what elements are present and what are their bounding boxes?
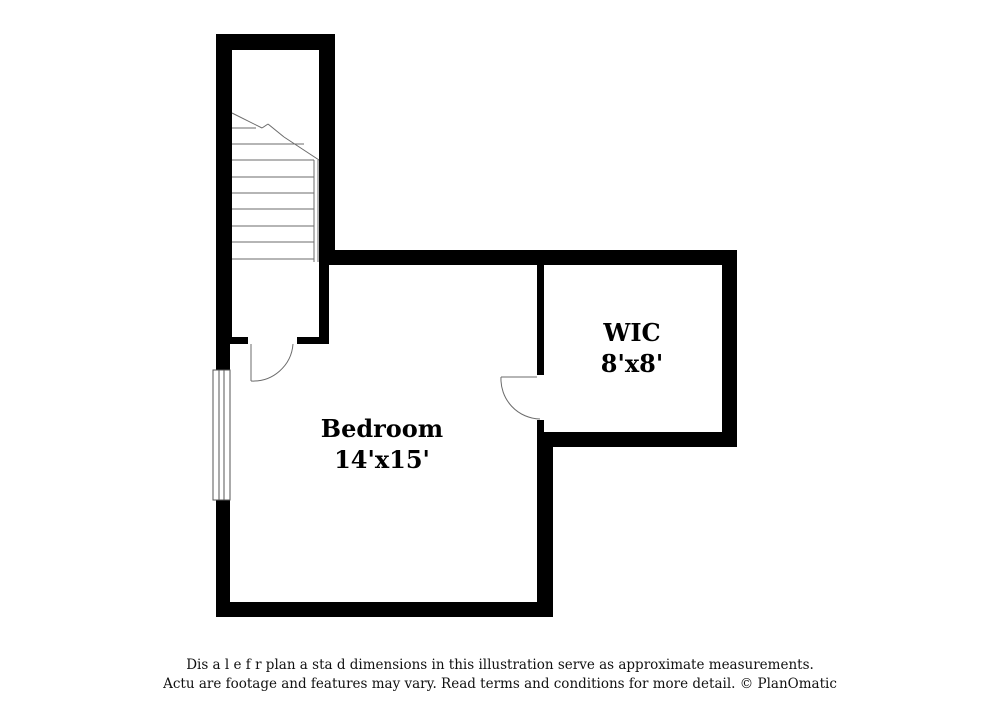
bedroom-wall-left-lower <box>216 500 230 617</box>
wic-name: WIC <box>602 318 660 347</box>
wic-dimensions: 8'x8' <box>601 349 663 378</box>
stair-wall-right <box>319 34 335 265</box>
bedroom-wall-bottom <box>216 602 553 617</box>
stair-door-stub-right <box>297 337 329 344</box>
wic-wall-right <box>722 250 737 447</box>
stair-wall-top <box>216 34 335 50</box>
bedroom-wall-left-upper <box>216 337 230 370</box>
stair-wall-left <box>216 34 232 342</box>
wic-wall-bottom <box>537 432 737 447</box>
stair-door <box>250 343 294 382</box>
stair-door-stub-left <box>216 337 248 344</box>
wic-wall-left-upper <box>537 265 544 375</box>
staircase <box>231 112 320 262</box>
bedroom-name: Bedroom <box>321 414 443 443</box>
disclaimer-line-1: Dis a l e f r plan a sta d dimensions in… <box>186 657 814 673</box>
bedroom-wall-right-lower <box>537 432 553 617</box>
stair-wall-right-lower <box>319 265 329 344</box>
bedroom-dimensions: 14'x15' <box>334 445 430 474</box>
disclaimer-line-2: Actu are footage and features may vary. … <box>163 676 837 692</box>
window <box>212 369 231 501</box>
wic-door <box>500 376 541 420</box>
bedroom-wall-top <box>319 250 737 265</box>
